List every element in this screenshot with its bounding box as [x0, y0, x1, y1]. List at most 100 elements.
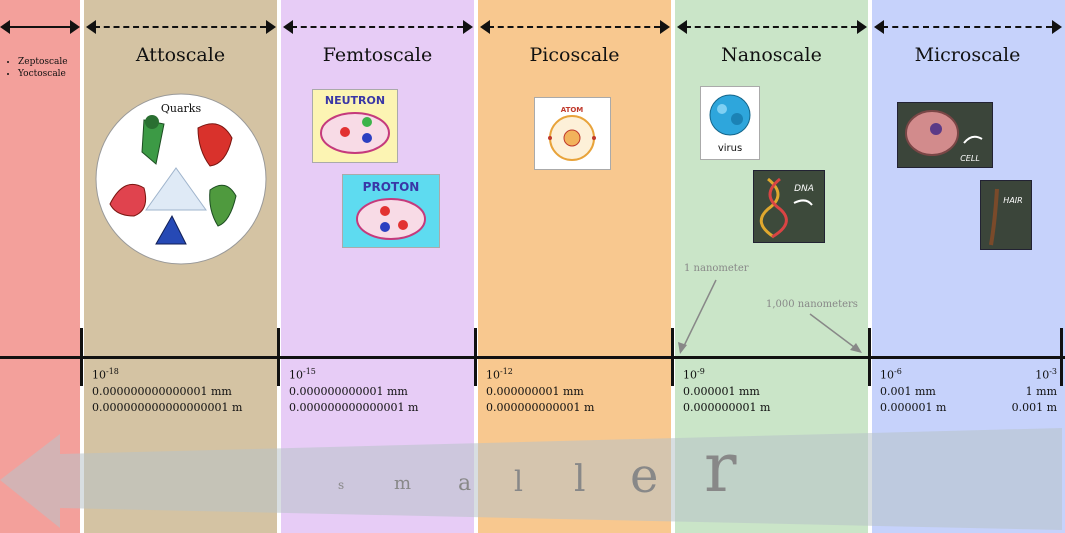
range-arrow-line — [291, 26, 463, 28]
tick-values-microscale: 10-6 0.001 mm 0.000001 m — [880, 364, 946, 416]
power-base: 10 — [880, 368, 894, 382]
tick-values-nanoscale: 10-9 0.000001 mm 0.000000001 m — [683, 364, 770, 416]
separator — [671, 0, 675, 533]
atom-label: ATOM — [561, 106, 584, 114]
axis-tick — [277, 328, 280, 386]
arrowhead-left-icon — [874, 20, 884, 34]
arrowhead-right-icon — [463, 20, 473, 34]
arrowhead-left-icon — [283, 20, 293, 34]
cell-image: CELL — [905, 110, 983, 163]
value-mm: 0.001 mm — [880, 384, 936, 398]
thousand-nanometers-note: 1,000 nanometers — [766, 299, 858, 310]
value-m: 0.000000000000000001 m — [92, 400, 243, 414]
note-arrows — [678, 279, 862, 354]
band-title-picoscale: Picoscale — [529, 44, 620, 66]
smaller-letter: l — [574, 459, 586, 500]
band-attoscale: Attoscale — [82, 0, 279, 533]
band-title-attoscale: Attoscale — [135, 44, 226, 66]
arrowhead-left-icon — [677, 20, 687, 34]
range-arrow-line — [882, 26, 1052, 28]
axis-tick — [868, 328, 871, 386]
dna-panel: DNA — [753, 170, 825, 243]
virus-image — [709, 94, 751, 136]
cell-label: CELL — [960, 154, 980, 163]
range-arrow-line — [6, 26, 76, 28]
axis-tick — [671, 328, 674, 386]
smaller-letter: s — [338, 478, 345, 492]
arrowhead-right-icon — [70, 20, 80, 34]
value-m: 0.001 m — [1011, 400, 1057, 414]
smaller-word: s m a l l e r — [330, 429, 770, 530]
value-mm: 0.000000000001 mm — [289, 384, 408, 398]
hair-label: HAIR — [1003, 196, 1022, 205]
smaller-letter: e — [630, 448, 659, 504]
left-scale-list: Zeptoscale Yoctoscale — [2, 56, 68, 80]
value-m: 0.000001 m — [880, 400, 947, 414]
value-mm: 0.000000001 mm — [486, 384, 584, 398]
power-exponent: -15 — [303, 367, 316, 376]
tick-values-attoscale: 10-18 0.000000000000001 mm 0.00000000000… — [92, 364, 242, 416]
power-base: 10 — [486, 368, 500, 382]
arrowhead-left-icon — [86, 20, 96, 34]
tick-values-milliscale: 10-3 1 mm 0.001 m — [1012, 364, 1057, 416]
arrowhead-left-icon — [0, 20, 10, 34]
dna-label: DNA — [794, 184, 814, 194]
arrowhead-right-icon — [857, 20, 867, 34]
tick-values-picoscale: 10-12 0.000000001 mm 0.000000000001 m — [486, 364, 594, 416]
value-mm: 1 mm — [1025, 384, 1057, 398]
arrowhead-left-icon — [480, 20, 490, 34]
list-item: Yoctoscale — [18, 68, 68, 80]
band-title-microscale: Microscale — [914, 44, 1021, 66]
proton-diagram — [356, 198, 426, 240]
proton-panel: PROTON — [342, 174, 440, 248]
neutron-diagram — [320, 112, 390, 154]
smaller-letter: r — [704, 429, 737, 508]
smaller-letter: l — [514, 465, 523, 498]
value-m: 0.000000001 m — [683, 400, 771, 414]
separator — [474, 0, 478, 533]
axis-tick — [1060, 328, 1063, 386]
smaller-arrow — [0, 428, 1062, 530]
virus-panel: virus — [700, 86, 760, 160]
separator — [868, 0, 872, 533]
proton-label: PROTON — [362, 180, 420, 194]
scale-axis — [0, 356, 1065, 359]
band-title-femtoscale: Femtoscale — [322, 44, 433, 66]
power-base: 10 — [92, 368, 106, 382]
power-exponent: -9 — [697, 367, 705, 376]
quarks-label: Quarks — [161, 102, 202, 115]
axis-tick — [80, 328, 83, 386]
power-base: 10 — [289, 368, 303, 382]
value-mm: 0.000000000000001 mm — [92, 384, 232, 398]
axis-tick — [474, 328, 477, 386]
smaller-letter: m — [394, 473, 412, 494]
power-exponent: -6 — [894, 367, 902, 376]
power-exponent: -12 — [500, 367, 513, 376]
value-m: 0.000000000001 m — [486, 400, 595, 414]
atom-diagram: ATOM — [548, 106, 596, 161]
list-item: Zeptoscale — [18, 56, 68, 68]
one-nanometer-note: 1 nanometer — [684, 263, 749, 274]
neutron-panel: NEUTRON — [312, 89, 398, 163]
arrowhead-right-icon — [1052, 20, 1062, 34]
value-mm: 0.000001 mm — [683, 384, 760, 398]
value-m: 0.000000000000001 m — [289, 400, 419, 414]
power-exponent: -18 — [106, 367, 119, 376]
quarks-illustration: Quarks — [95, 93, 267, 265]
range-arrow-line — [94, 26, 266, 28]
separator — [277, 0, 281, 533]
range-arrow-line — [488, 26, 660, 28]
cell-panel: CELL — [897, 102, 993, 168]
tick-values-femtoscale: 10-15 0.000000000001 mm 0.00000000000000… — [289, 364, 418, 416]
power-base: 10 — [1035, 368, 1050, 382]
arrowhead-right-icon — [266, 20, 276, 34]
smaller-letter: a — [458, 471, 472, 496]
power-exponent: -3 — [1049, 367, 1057, 376]
hair-image: HAIR — [989, 188, 1023, 246]
hair-panel: HAIR — [980, 180, 1032, 250]
separator — [80, 0, 84, 533]
power-base: 10 — [683, 368, 697, 382]
virus-label: virus — [717, 143, 743, 154]
arrowhead-right-icon — [660, 20, 670, 34]
range-arrow-line — [685, 26, 857, 28]
